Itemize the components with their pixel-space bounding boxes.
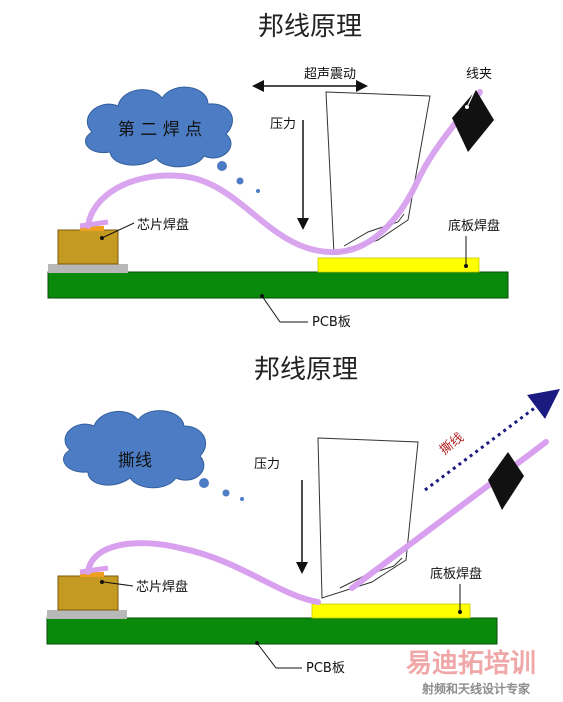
leader-dot (255, 641, 259, 645)
chip-base (48, 264, 128, 273)
chip-pad-label: 芯片焊盘 (137, 217, 189, 233)
watermark: 易迪拓培训 射频和天线设计专家 (406, 649, 536, 696)
chip-pad-leader (103, 222, 135, 238)
cloud-shape (85, 86, 233, 168)
thought-bubble (256, 189, 260, 193)
chip-pad (80, 572, 104, 577)
leader-dot (100, 580, 104, 584)
cloud-text: 撕线 (118, 451, 152, 471)
chip (57, 575, 119, 611)
panel-title: 邦线原理 (258, 12, 362, 42)
ultrasonic-label: 超声震动 (304, 67, 356, 82)
thought-bubble (222, 489, 230, 497)
tear-direction-arrow (424, 389, 561, 492)
chip-base (47, 610, 127, 619)
leader-dot (260, 294, 264, 298)
watermark-brand: 易迪拓培训 (406, 649, 536, 679)
thought-cloud: 撕线 (63, 410, 244, 501)
first-bond (79, 565, 109, 575)
thought-bubble (199, 478, 209, 488)
pcb-board (46, 617, 498, 645)
pressure-label: 压力 (270, 117, 296, 132)
substrate-pad-label: 底板焊盘 (430, 566, 482, 582)
tear-label: 撕线 (437, 430, 467, 458)
thought-cloud: 第 二 焊 点 (85, 86, 260, 193)
bond-wire (85, 540, 321, 605)
substrate-pad (317, 257, 480, 273)
cloud-shape (63, 410, 206, 489)
substrate-pad-label: 底板焊盘 (448, 218, 500, 234)
leader-dot (100, 236, 104, 240)
clamp-pointer (467, 83, 479, 106)
board-leader (256, 642, 277, 669)
capillary-tool (325, 91, 431, 255)
leader-dot (464, 264, 468, 268)
thought-bubble (236, 177, 244, 185)
board-label: PCB板 (306, 661, 345, 676)
chip-pad-label: 芯片焊盘 (136, 579, 188, 595)
thought-bubble (240, 497, 244, 501)
board-leader (261, 295, 281, 323)
wire-clamp (488, 452, 524, 510)
substrate-pad (311, 603, 471, 619)
thought-bubble (217, 161, 227, 171)
cloud-text: 第 二 焊 点 (118, 120, 202, 140)
panel-title: 邦线原理 (254, 355, 358, 385)
first-bond (79, 219, 109, 229)
chip-pad-leader (103, 581, 134, 587)
panel-top: 邦线原理 超声震动 压力 第 二 焊 点 线 (47, 12, 509, 330)
wire-clamp (452, 90, 494, 152)
board-label: PCB板 (312, 315, 351, 330)
watermark-slogan: 射频和天线设计专家 (421, 681, 531, 696)
pcb-board (47, 271, 509, 299)
leader-dot (458, 610, 462, 614)
bond-wire (85, 89, 483, 256)
panel-bottom: 邦线原理 撕线 压力 撕线 芯片焊盘 (46, 355, 561, 676)
clamp-pointer-dot (465, 105, 469, 109)
pressure-label: 压力 (254, 457, 280, 472)
chip-pad (80, 226, 104, 231)
clamp-label: 线夹 (466, 67, 492, 82)
